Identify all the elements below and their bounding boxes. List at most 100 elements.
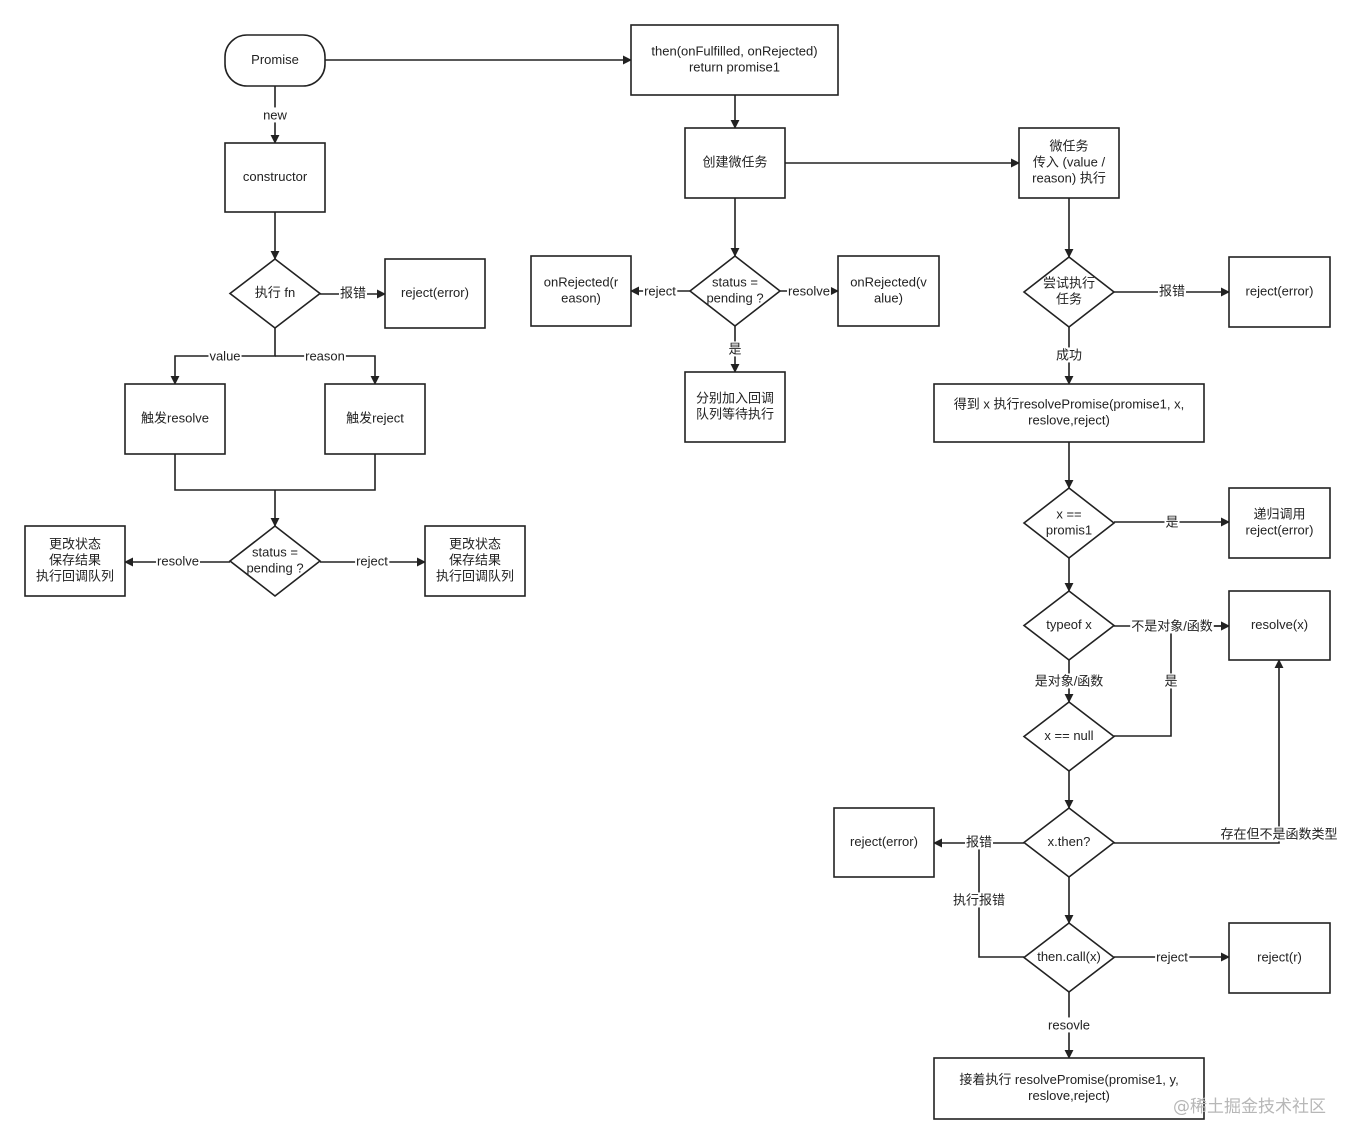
node-trigger-reject: 触发reject: [324, 383, 426, 455]
node-text-on-rejected-reason: onRejected(r: [544, 274, 619, 289]
node-text-on-rejected-value: alue): [874, 290, 903, 305]
node-on-rejected-reason: onRejected(reason): [530, 255, 632, 327]
node-text-then-box: then(onFulfilled, onRejected): [651, 43, 817, 58]
node-text-x-eq-null: x == null: [1044, 728, 1093, 743]
node-text-then-call: then.call(x): [1037, 949, 1101, 964]
node-trigger-resolve: 触发resolve: [124, 383, 226, 455]
node-text-reject-error-3: reject(error): [850, 834, 918, 849]
node-typeof-x: typeof x: [1022, 589, 1116, 662]
edge-label-reject-right: reject: [355, 553, 390, 569]
node-text-try-exec: 尝试执行: [1043, 275, 1095, 290]
node-text-continue-resolve: 接着执行 resolvePromise(promise1, y,: [959, 1072, 1178, 1087]
edge-label-is-object: 是对象/函数: [1033, 673, 1105, 689]
node-text-update-left: 执行回调队列: [36, 568, 114, 583]
node-text-trigger-reject: 触发reject: [346, 410, 404, 425]
node-text-then-box: return promise1: [689, 59, 780, 74]
node-text-reject-r: reject(r): [1257, 949, 1302, 964]
node-text-x-eq-promise: x ==: [1056, 506, 1081, 521]
node-reject-error-3: reject(error): [833, 807, 935, 878]
edge-label-bg: [1164, 514, 1180, 530]
edge-label-text: 不是对象/函数: [1131, 618, 1213, 633]
edge-label-bg: [338, 285, 368, 301]
connector-exists-not-function: [1114, 659, 1284, 844]
node-reject-error-2: reject(error): [1228, 256, 1331, 328]
node-text-promise: Promise: [251, 52, 299, 67]
edge-label-then-error: 报错: [964, 834, 994, 850]
node-text-get-x: reslove,reject): [1028, 412, 1110, 427]
node-text-update-right: 保存结果: [449, 552, 501, 567]
edge-label-resolve-left: resolve: [156, 553, 200, 569]
edge-label-bg: [964, 834, 994, 850]
node-text-exec-fn: 执行 fn: [255, 285, 295, 300]
node-text-microtask: reason) 执行: [1032, 170, 1106, 185]
node-create-microtask: 创建微任务: [684, 127, 786, 199]
edge-label-bg: [355, 553, 390, 569]
edge-label-exists-not-function: 存在但不是函数类型: [1219, 826, 1339, 842]
edge-label-yes-mid: 是: [727, 341, 743, 357]
node-text-microtask: 微任务: [1049, 138, 1088, 153]
node-text-update-left: 更改状态: [49, 536, 101, 551]
node-on-rejected-value: onRejected(value): [837, 255, 940, 327]
edge-label-text: reason: [305, 348, 345, 363]
node-text-trigger-resolve: 触发resolve: [141, 410, 209, 425]
edge-label-bg: [262, 107, 289, 123]
node-then-call: then.call(x): [1022, 921, 1116, 994]
node-text-status-pending-1: pending ?: [246, 560, 303, 575]
edge-label-yes-null: 是: [1163, 673, 1179, 689]
node-get-x: 得到 x 执行resolvePromise(promise1, x,reslov…: [933, 383, 1205, 443]
edge-label-bg: [208, 348, 242, 364]
node-text-add-callback-queue: 队列等待执行: [696, 406, 774, 421]
node-text-constructor: constructor: [243, 169, 308, 184]
connector-edge-6: [174, 454, 376, 491]
edge-label-text: value: [209, 348, 240, 363]
node-text-update-right: 更改状态: [449, 536, 501, 551]
node-text-on-rejected-value: onRejected(v: [850, 274, 927, 289]
node-text-reject-error-2: reject(error): [1246, 283, 1314, 298]
node-text-status-pending-2: pending ?: [706, 290, 763, 305]
edge-label-bg: [1047, 1017, 1091, 1033]
edge-label-try-error: 报错: [1157, 283, 1187, 299]
node-promise: Promise: [224, 34, 326, 87]
node-resolve-x: resolve(x): [1228, 590, 1331, 661]
node-x-eq-null: x == null: [1022, 700, 1116, 773]
node-text-recursive-call: 递归调用: [1253, 506, 1305, 521]
edge-label-value: value: [208, 348, 242, 364]
edge-label-text: 报错: [340, 285, 366, 300]
edge-label-bg: [951, 892, 1007, 908]
node-text-update-right: 执行回调队列: [436, 568, 514, 583]
edge-label-bg: [156, 553, 200, 569]
edge-label-resolve-y: resovle: [1047, 1017, 1091, 1033]
edge-label-reject-mid: reject: [643, 283, 678, 299]
node-status-pending-2: status =pending ?: [688, 254, 782, 328]
edge-label-bg: [1163, 673, 1179, 689]
edge-label-text: 存在但不是函数类型: [1220, 826, 1337, 841]
node-text-add-callback-queue: 分别加入回调: [696, 390, 774, 405]
edge-label-text: 报错: [1159, 283, 1185, 298]
edge-label-bg: [1033, 673, 1105, 689]
edge-label-text: 成功: [1056, 347, 1082, 362]
node-text-create-microtask: 创建微任务: [702, 154, 767, 169]
edge-label-text: new: [263, 107, 287, 122]
node-text-recursive-call: reject(error): [1246, 522, 1314, 537]
edge-label-reason: reason: [304, 348, 346, 364]
edge-label-resolve-mid: resolve: [787, 283, 831, 299]
edge-label-text: 是: [728, 341, 741, 356]
edge-label-bg: [1130, 618, 1214, 634]
node-text-x-then: x.then?: [1048, 834, 1091, 849]
edge-label-reject-r: reject: [1155, 949, 1190, 965]
edge-label-fn-error: 报错: [338, 285, 368, 301]
edge-label-bg: [727, 341, 743, 357]
edge-label-text: 是对象/函数: [1035, 673, 1104, 688]
edge-label-text: resolve: [157, 553, 199, 568]
edge-label-text: reject: [356, 553, 388, 568]
node-text-x-eq-promise: promis1: [1046, 522, 1092, 537]
connector-exec-error: [978, 843, 1024, 958]
edge-label-bg: [643, 283, 678, 299]
node-text-reject-error-1: reject(error): [401, 285, 469, 300]
node-text-status-pending-1: status =: [252, 544, 298, 559]
